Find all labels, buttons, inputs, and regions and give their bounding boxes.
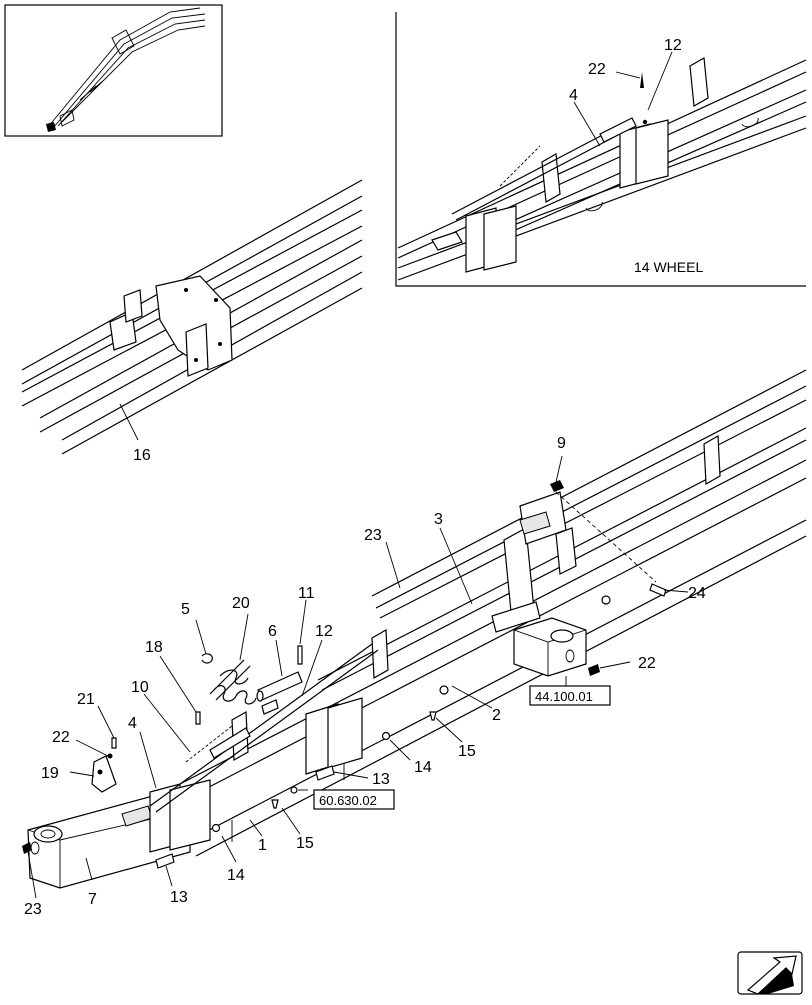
reference-label[interactable]: 60.630.02 [319, 793, 377, 808]
callout-22-left: 23 [24, 901, 42, 918]
callout-14-mid: 14 [414, 759, 432, 776]
callout-16: 18 [145, 639, 163, 656]
callout-5: 5 [181, 601, 190, 618]
callout-13-mid: 13 [372, 771, 390, 788]
loose-parts [22, 480, 667, 869]
callout-12: 12 [315, 623, 333, 640]
callout-7: 7 [88, 891, 97, 908]
callout-4-inset: 4 [569, 87, 578, 104]
boom-section-upper [21, 179, 363, 455]
callout-23: 23 [364, 527, 382, 544]
locator-inset [4, 4, 223, 137]
wheel-inset: 14 WHEEL [395, 12, 807, 287]
callout-10: 10 [131, 679, 149, 696]
callout-17: 19 [41, 765, 59, 782]
callout-2: 2 [492, 707, 501, 724]
reference-label[interactable]: 44.100.01 [535, 689, 593, 704]
callout-24: 24 [688, 585, 706, 602]
callout-18: 20 [232, 595, 250, 612]
callout-4: 4 [128, 715, 137, 732]
callout-20: 22 [588, 61, 606, 78]
callout-14-left: 14 [227, 867, 245, 884]
leader-lines [27, 51, 689, 899]
callout-12-inset: 12 [664, 37, 682, 54]
callout-6: 6 [268, 623, 277, 640]
callout-9: 9 [557, 435, 566, 452]
callout-15-mid: 15 [458, 743, 476, 760]
reference-box-60-630-02[interactable]: 60.630.02 [313, 789, 395, 810]
arrow-icon[interactable] [737, 951, 803, 995]
wheel-inset-frame [397, 57, 807, 281]
spring [209, 659, 257, 705]
callout-13-left: 13 [170, 889, 188, 906]
callout-22-right: 22 [638, 655, 656, 672]
callout-8: 16 [133, 447, 151, 464]
callout-labels: 16 4 22 12 9 3 23 20 5 6 11 12 18 10 21 … [24, 37, 706, 918]
callout-21: 22 [52, 729, 70, 746]
callout-15-left: 15 [296, 835, 314, 852]
callout-19: 21 [77, 691, 95, 708]
callout-11: 11 [298, 585, 315, 602]
callout-1: 1 [258, 837, 267, 854]
main-frame [27, 369, 807, 889]
callout-3: 3 [434, 511, 443, 528]
reference-box-44-100-01[interactable]: 44.100.01 [529, 685, 611, 706]
wheel-inset-caption: 14 WHEEL [634, 259, 703, 275]
locator-boom-sketch [46, 7, 206, 132]
